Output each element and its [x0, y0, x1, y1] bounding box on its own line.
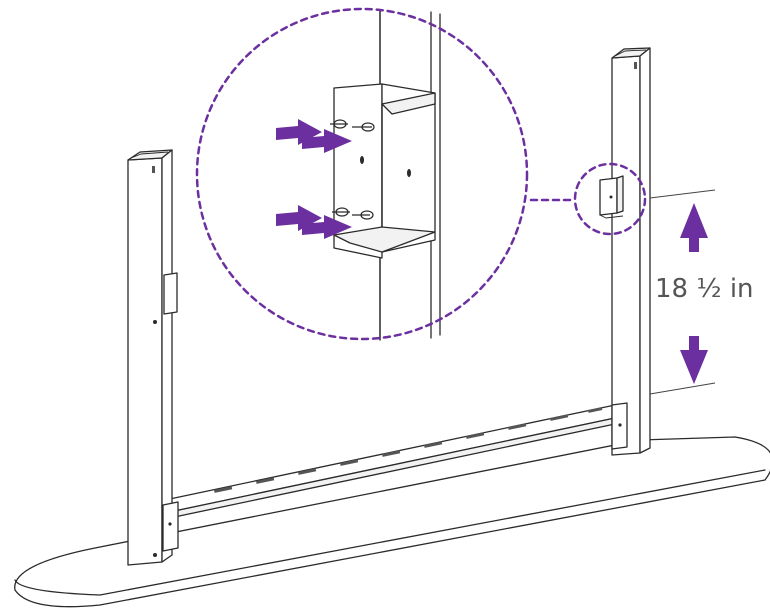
base-platform: [14, 436, 770, 608]
callout-small-circle: [573, 162, 647, 236]
right-post: [599, 47, 651, 456]
arrow-up-icon: [680, 203, 708, 252]
left-post: [127, 149, 179, 566]
dimension-lines: [649, 189, 716, 395]
detail-callout: [195, 7, 529, 341]
measurement-label: 18 ½ in: [655, 274, 754, 304]
arrow-down-icon: [680, 336, 708, 384]
push-arrow-icon: [276, 119, 352, 239]
